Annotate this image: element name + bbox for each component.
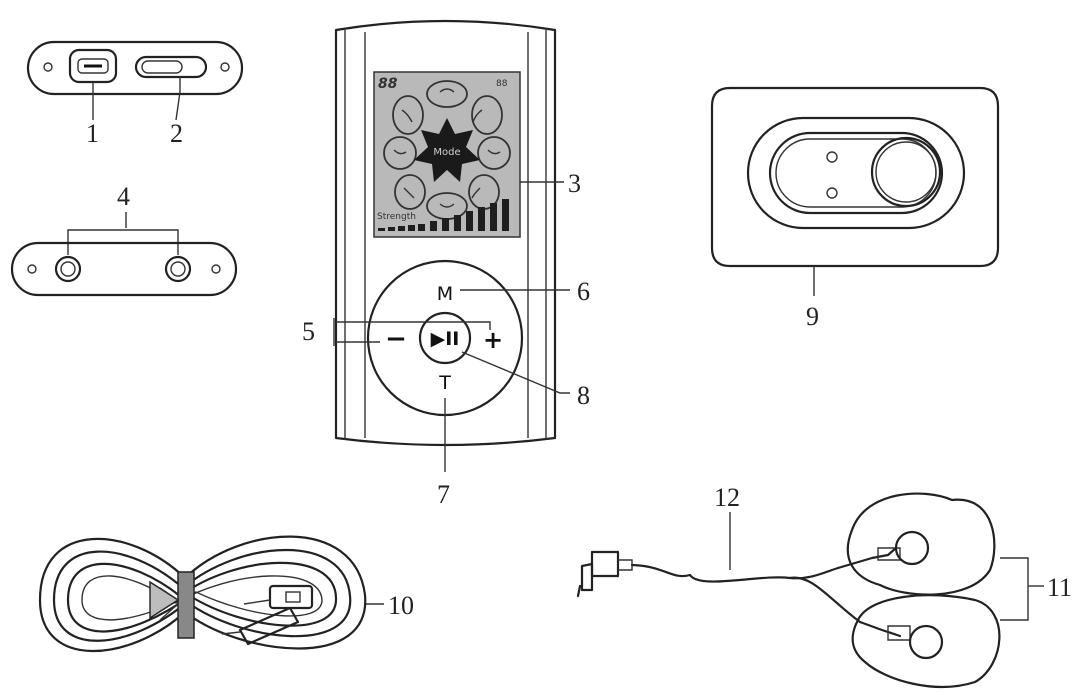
power-slide-switch bbox=[134, 55, 208, 79]
callout-10: 10 bbox=[388, 591, 414, 620]
callout-11: 11 bbox=[1047, 573, 1072, 602]
callout-5: 5 bbox=[302, 317, 315, 346]
output-jack-left bbox=[54, 255, 82, 283]
callout-9: 9 bbox=[806, 302, 819, 331]
bottom-output-panel: 4 bbox=[10, 182, 238, 297]
device-back: 9 bbox=[710, 86, 1000, 331]
callout-8: 8 bbox=[577, 381, 590, 410]
timer-button[interactable]: T bbox=[438, 372, 451, 394]
callout-3: 3 bbox=[568, 169, 581, 198]
lcd-screen: 88 88 Mode Strength bbox=[373, 71, 521, 238]
callout-12: 12 bbox=[714, 483, 740, 512]
callout-6: 6 bbox=[577, 277, 590, 306]
electrode-pad-bottom bbox=[851, 594, 1001, 688]
play-pause-button[interactable]: ▶II bbox=[431, 328, 460, 350]
lcd-digits: 88 bbox=[378, 76, 398, 92]
callout-4: 4 bbox=[117, 182, 130, 211]
callout-1: 1 bbox=[86, 119, 99, 148]
strength-bars bbox=[378, 199, 509, 231]
audio-plug bbox=[576, 550, 633, 598]
lcd-strength-label: Strength bbox=[377, 212, 416, 222]
electrode-pad-top bbox=[836, 492, 996, 596]
lcd-mode-label: Mode bbox=[433, 147, 460, 158]
callout-7: 7 bbox=[437, 480, 450, 509]
device-front: 88 88 Mode Strength bbox=[334, 19, 557, 447]
usb-port bbox=[68, 48, 118, 84]
decrease-button[interactable]: − bbox=[385, 324, 407, 354]
usb-cable: 10 bbox=[38, 535, 414, 653]
usb-plug bbox=[243, 584, 314, 610]
callout-2: 2 bbox=[170, 119, 183, 148]
electrode-lead: 12 11 bbox=[576, 483, 1072, 688]
output-jack-right bbox=[164, 255, 192, 283]
mini-usb-plug bbox=[221, 606, 300, 646]
top-port-panel: 1 2 bbox=[26, 40, 244, 148]
lcd-unit: 88 bbox=[496, 79, 508, 89]
mode-star bbox=[414, 118, 480, 182]
control-pad: M − + ▶II T bbox=[366, 259, 524, 417]
mode-button[interactable]: M bbox=[437, 283, 453, 305]
increase-button[interactable]: + bbox=[483, 326, 503, 354]
